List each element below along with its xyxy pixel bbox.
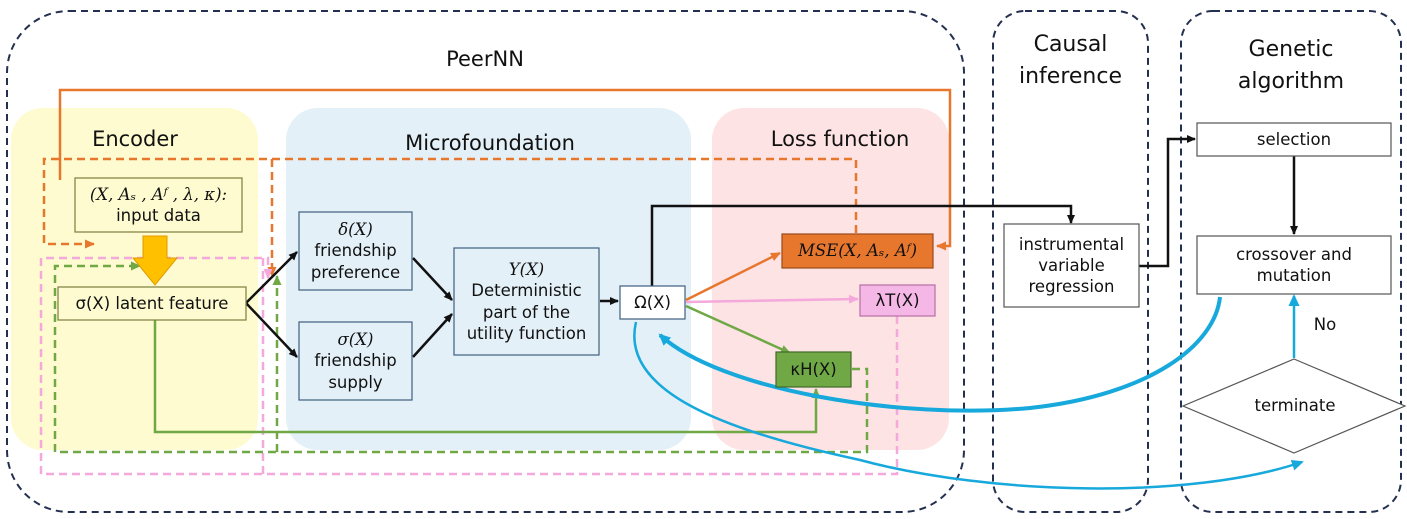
no-label: No xyxy=(1313,315,1337,335)
latent-to-sigma-arrow xyxy=(245,302,298,358)
omega-to-terminate-curve xyxy=(633,321,1304,490)
latent-to-delta-arrow xyxy=(245,251,298,304)
pink-dashed-loop xyxy=(39,256,899,476)
encoder-title: Encoder xyxy=(92,126,178,151)
omega-to-kappa-arrow xyxy=(685,304,791,355)
omega-to-regression-arrow xyxy=(650,204,1075,286)
peernn-title: PeerNN xyxy=(446,46,524,71)
omega-to-mse-arrow xyxy=(685,251,781,302)
green-dashed-loop xyxy=(53,261,869,454)
input-to-latent-arrow xyxy=(131,235,179,286)
delta-box xyxy=(298,211,413,291)
omega-to-lambda-arrow xyxy=(685,294,859,304)
latent-feature-box xyxy=(57,286,247,321)
regression-to-selection-arrow xyxy=(1139,135,1196,268)
terminate-label: terminate xyxy=(1254,396,1336,416)
green-solid-path xyxy=(153,320,821,434)
lambda-box xyxy=(859,284,936,317)
kappa-label: κH(X) xyxy=(790,359,837,379)
upsilon-box xyxy=(453,247,600,356)
omega-box xyxy=(619,285,686,320)
delta-to-upsilon-arrow xyxy=(412,257,453,301)
input-data-label: (X, Aₛ , Aᶠ , λ, κ):input data xyxy=(89,184,228,225)
mse-label: MSE(X, Aₛ, Aᶠ) xyxy=(797,241,918,261)
sigma-box xyxy=(298,321,413,401)
crossover-to-omega-curve xyxy=(658,296,1222,413)
mse-box xyxy=(781,233,934,269)
selection-box xyxy=(1196,122,1392,157)
crossover-box xyxy=(1196,235,1392,295)
selection-label: selection xyxy=(1256,129,1332,149)
regression-box xyxy=(1003,223,1140,308)
latent-feature-label: σ(X) latent feature xyxy=(75,293,229,313)
loss-function-title: Loss function xyxy=(770,126,910,151)
sigma-to-upsilon-arrow xyxy=(412,313,453,358)
terminate-diamond xyxy=(1181,358,1407,454)
orange-dashed-loop xyxy=(42,157,858,249)
loss-function-region xyxy=(712,108,949,450)
orange-solid-loop xyxy=(58,88,952,251)
omega-label: Ω(X) xyxy=(634,292,671,312)
causal-container xyxy=(992,10,1149,513)
lambda-label: λT(X) xyxy=(875,290,920,310)
genetic-container xyxy=(1180,10,1402,513)
kappa-box xyxy=(775,351,852,388)
microfoundation-title: Microfoundation xyxy=(405,130,575,155)
peernn-container xyxy=(6,10,965,513)
input-data-box xyxy=(74,177,243,233)
